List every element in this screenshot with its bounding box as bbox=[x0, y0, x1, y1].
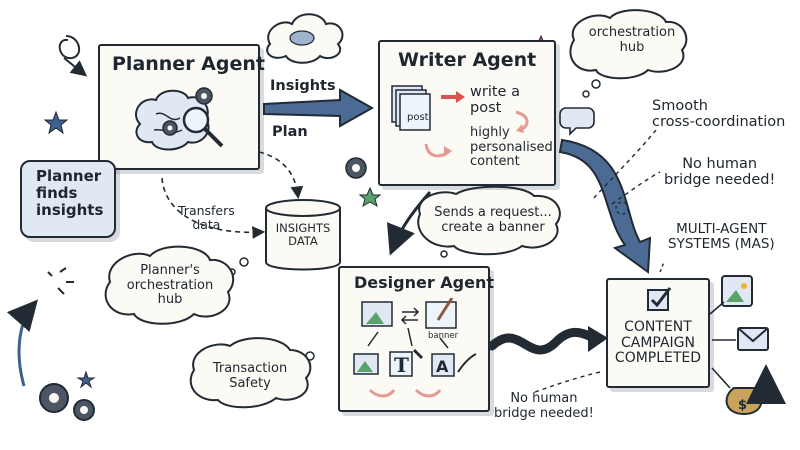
star-icon bbox=[76, 370, 96, 389]
star-icon bbox=[358, 186, 382, 208]
brain-magnifier-icon bbox=[135, 87, 224, 151]
transaction-cloud bbox=[189, 337, 312, 409]
planner-callout-text: Planner finds insights bbox=[36, 167, 104, 219]
svg-text:T: T bbox=[394, 353, 409, 377]
writer-agent-box: Writer Agent post write a post highly pe… bbox=[378, 40, 556, 186]
request-cloud bbox=[417, 185, 561, 256]
orchestration-hub-text: orchestration hub bbox=[588, 25, 676, 55]
insights-arrow bbox=[263, 88, 375, 128]
smooth-note: Smooth cross-coordination bbox=[652, 98, 786, 131]
sparkle-icon bbox=[47, 267, 74, 295]
result-text: CONTENT CAMPAIGN COMPLETED bbox=[614, 319, 702, 367]
speech-bubble-icon bbox=[559, 107, 595, 136]
swirl-arrow-icon bbox=[6, 299, 38, 387]
designer-to-result-arrow bbox=[487, 328, 599, 355]
no-bridge-bottom-note: No human bridge needed! bbox=[494, 391, 594, 421]
designer-agent-box: Designer Agent T A banner bbox=[338, 266, 494, 412]
plan-dashed-arrow bbox=[249, 149, 304, 200]
money-bag-icon: $ bbox=[725, 387, 763, 416]
picture-card-icon bbox=[721, 275, 753, 307]
loop-arrow-icon bbox=[58, 35, 81, 60]
checkbox-icon bbox=[647, 287, 672, 311]
mas-note: MULTI-AGENT SYSTEMS (MAS) bbox=[668, 221, 775, 253]
campaign-result-box: CONTENT CAMPAIGN COMPLETED bbox=[606, 278, 710, 388]
svg-text:$: $ bbox=[738, 398, 747, 413]
mail-icon bbox=[737, 327, 769, 351]
gears-icon bbox=[39, 383, 95, 421]
designer-title: Designer Agent bbox=[354, 273, 495, 292]
transfers-arrow bbox=[161, 177, 266, 239]
star-icon bbox=[43, 110, 69, 135]
insights-db-label: INSIGHTS DATA bbox=[275, 221, 331, 248]
document-stack-icon bbox=[391, 85, 431, 131]
planner-callout: Planner finds insights bbox=[20, 160, 116, 238]
orchestration-hub-cloud bbox=[569, 9, 688, 80]
plan-label: Plan bbox=[272, 124, 308, 140]
planners-hub-text: Planner's orchestration hub bbox=[126, 263, 214, 308]
insights-db bbox=[265, 199, 341, 271]
request-text: Sends a request... create a banner bbox=[434, 205, 552, 235]
red-arrow-icon bbox=[441, 91, 465, 103]
writer-to-result-arrow bbox=[558, 138, 652, 274]
planners-hub-cloud bbox=[104, 245, 235, 325]
curve-arrow-icon bbox=[515, 110, 529, 133]
curve-arrow-icon bbox=[424, 143, 452, 158]
design-tools-icon: T A bbox=[353, 298, 477, 398]
insights-label: Insights bbox=[270, 78, 336, 94]
svg-text:A: A bbox=[436, 357, 449, 376]
personalised-text: highly personalised content bbox=[470, 125, 553, 170]
write-post-text: write a post bbox=[470, 84, 520, 117]
planner-agent-box: Planner Agent bbox=[98, 44, 265, 170]
banner-label: banner bbox=[428, 331, 459, 341]
writer-title: Writer Agent bbox=[398, 49, 537, 71]
transfers-label: Transfers data bbox=[178, 203, 235, 232]
post-doc-label: post bbox=[407, 112, 429, 123]
planner-title: Planner Agent bbox=[112, 53, 265, 75]
no-bridge-top-note: No human bridge needed! bbox=[664, 156, 776, 189]
gear-icon bbox=[345, 157, 367, 179]
transaction-text: Transaction Safety bbox=[212, 361, 288, 391]
